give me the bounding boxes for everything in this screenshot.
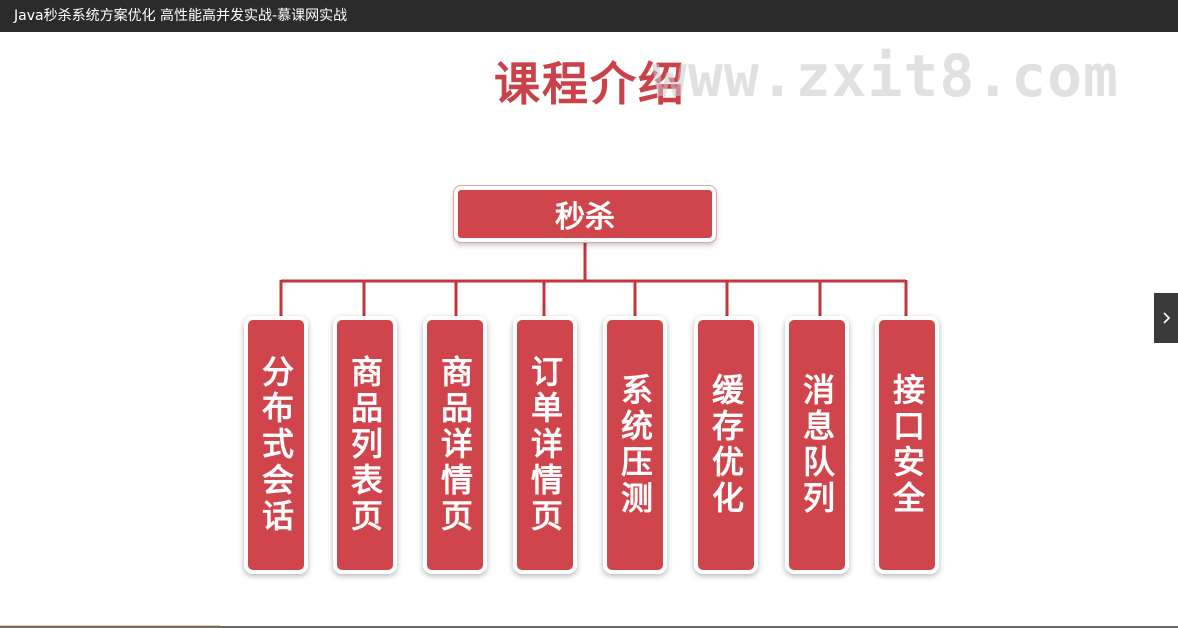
window-title: Java秒杀系统方案优化 高性能高并发实战-慕课网实战 bbox=[14, 8, 348, 24]
root-node-label: 秒杀 bbox=[555, 200, 615, 235]
slide-heading: 课程介绍 bbox=[494, 57, 686, 111]
node-label-8: 接口安全 bbox=[888, 373, 926, 517]
org-chart-node-3: 商品详情页 bbox=[423, 316, 487, 574]
org-chart-node-7: 消息队列 bbox=[785, 316, 849, 574]
next-slide-button[interactable] bbox=[1154, 293, 1178, 343]
watermark-text: www.zxit8.com bbox=[652, 42, 1119, 110]
org-chart-node-1: 分布式会话 bbox=[244, 316, 308, 574]
node-label-1: 分布式会话 bbox=[257, 355, 295, 535]
chevron-right-icon bbox=[1163, 312, 1171, 324]
window-title-bar: Java秒杀系统方案优化 高性能高并发实战-慕课网实战 bbox=[0, 0, 1178, 32]
node-label-5: 系统压测 bbox=[616, 373, 654, 517]
org-chart-node-6: 缓存优化 bbox=[694, 316, 758, 574]
node-label-7: 消息队列 bbox=[798, 373, 836, 517]
org-chart-node-8: 接口安全 bbox=[875, 316, 939, 574]
org-chart-connectors bbox=[279, 242, 908, 318]
org-chart-node-4: 订单详情页 bbox=[513, 316, 577, 574]
slide-canvas: 课程介绍 www.zxit8.com 秒杀 分布式会话 商品列表页 商品详情页 … bbox=[0, 32, 1178, 628]
org-chart-node-5: 系统压测 bbox=[603, 316, 667, 574]
node-label-4: 订单详情页 bbox=[526, 355, 564, 535]
bottom-divider bbox=[0, 626, 1178, 628]
node-label-2: 商品列表页 bbox=[346, 355, 384, 535]
node-label-3: 商品详情页 bbox=[436, 355, 474, 535]
org-chart-root-node: 秒杀 bbox=[453, 185, 717, 243]
org-chart-node-2: 商品列表页 bbox=[333, 316, 397, 574]
node-label-6: 缓存优化 bbox=[707, 373, 745, 517]
